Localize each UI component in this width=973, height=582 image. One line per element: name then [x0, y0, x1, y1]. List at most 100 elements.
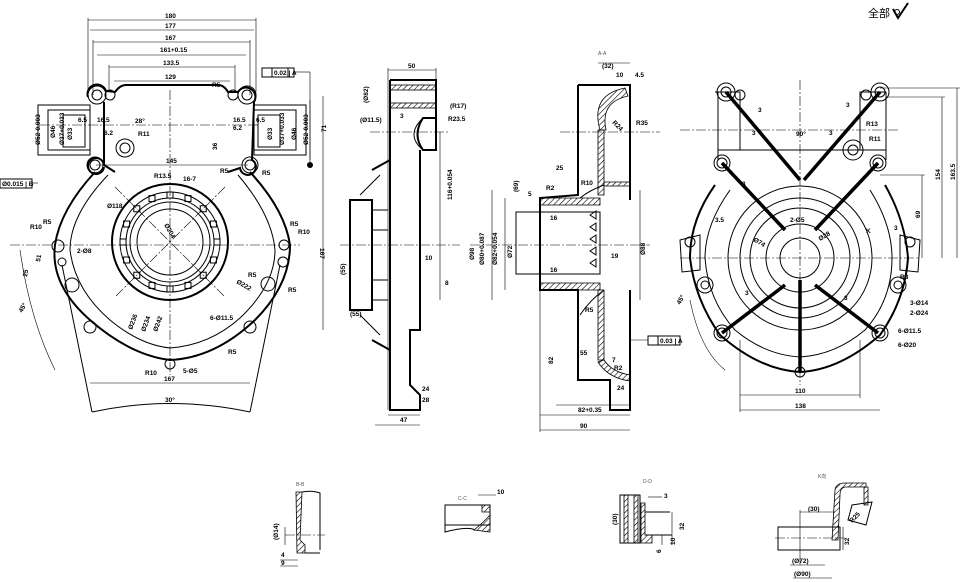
- svg-text:Ø0.015 | B: Ø0.015 | B: [2, 181, 34, 188]
- tolerance-frame-top: 0.02 | A: [261, 67, 313, 168]
- svg-text:A-A: A-A: [598, 51, 607, 57]
- svg-text:(Ø11.5): (Ø11.5): [360, 117, 382, 124]
- dim: 167: [165, 35, 176, 42]
- svg-text:3: 3: [742, 181, 746, 188]
- bolt-hole: [209, 220, 217, 228]
- section-view-dimensions: (32) 10 4.5 R24 R35 25 R10 (69) R2 5 Ø98…: [469, 63, 648, 430]
- svg-text:(Ø90): (Ø90): [794, 571, 811, 578]
- dim: Ø37+0.033: [279, 112, 286, 145]
- tolerance-frame-section: 0.03 | A: [630, 335, 683, 346]
- svg-text:3: 3: [846, 102, 850, 109]
- dim: 177: [165, 23, 176, 30]
- dim: R10: [145, 370, 157, 377]
- dim: 145: [166, 158, 177, 165]
- svg-text:116+0.054: 116+0.054: [447, 169, 454, 200]
- rib-slot: [589, 258, 597, 268]
- dim: 133.5: [163, 60, 180, 67]
- svg-text:82+0.35: 82+0.35: [578, 407, 602, 414]
- svg-text:(55): (55): [350, 311, 362, 318]
- svg-text:(69): (69): [513, 180, 520, 192]
- section-view: A-A 0.03 | A (32) 10: [469, 51, 683, 432]
- svg-text:82: 82: [548, 356, 555, 364]
- svg-text:B-B: B-B: [296, 482, 305, 488]
- svg-text:3-Ø14: 3-Ø14: [910, 300, 928, 307]
- tolerance-frame-left: Ø0.015 | B: [0, 178, 38, 189]
- bolt-hole: [148, 195, 156, 203]
- bolt-hole: [133, 205, 141, 213]
- svg-text:R13: R13: [866, 121, 878, 128]
- svg-text:D-D: D-D: [643, 479, 652, 485]
- svg-text:0.03 | A: 0.03 | A: [660, 338, 683, 345]
- detail-view-k: K向 (30) R25 32 (Ø72) (Ø90): [775, 473, 873, 579]
- dim: R5: [43, 219, 52, 226]
- svg-text:10: 10: [670, 537, 677, 545]
- dim: 16.5: [233, 117, 246, 124]
- svg-text:47: 47: [400, 417, 408, 424]
- bolt-hole: [123, 256, 131, 264]
- dim: 28°: [135, 117, 145, 125]
- svg-text:3: 3: [752, 130, 756, 137]
- svg-text:24: 24: [617, 385, 625, 392]
- svg-text:3: 3: [664, 493, 668, 500]
- svg-text:4.5: 4.5: [635, 72, 644, 79]
- svg-text:5: 5: [528, 191, 532, 198]
- svg-text:6: 6: [656, 549, 663, 553]
- svg-text:(R17): (R17): [450, 103, 466, 110]
- dim: Ø118: [107, 203, 123, 210]
- rib-slot: [589, 222, 597, 232]
- svg-text:Ø82+0.054: Ø82+0.054: [492, 232, 499, 265]
- dim: R13.5: [154, 173, 172, 180]
- roughness-check-icon: [892, 2, 909, 20]
- side-view: 50 (Ø82) (Ø11.5) 3 (R17) R23.5 116+0.054…: [340, 63, 466, 426]
- bolt-hole: [184, 281, 192, 289]
- dim: R5: [290, 221, 299, 228]
- svg-text:R23.5: R23.5: [448, 116, 466, 123]
- dim: 161+0.15: [160, 47, 188, 54]
- svg-text:2-Ø5: 2-Ø5: [790, 217, 805, 224]
- svg-text:24: 24: [422, 386, 430, 393]
- svg-text:3: 3: [400, 113, 404, 120]
- detail-view-b-b: B-B (Ø14) 4 9: [273, 482, 325, 567]
- dim: 6-Ø11.5: [210, 315, 234, 322]
- rear-view: 3 3 3 90° R13 R11 3 3 3.5 Ø74 2-Ø5 Ø28 K…: [675, 80, 960, 412]
- front-view-dimensions: 180 177 167 161+0.15 133.5 129 R5 145 R5…: [17, 13, 328, 404]
- svg-text:Ø72: Ø72: [507, 245, 514, 258]
- svg-text:19: 19: [611, 253, 619, 260]
- svg-text:K向: K向: [818, 473, 826, 480]
- svg-text:R2: R2: [614, 365, 623, 372]
- svg-text:55: 55: [580, 350, 588, 357]
- dim: 36: [212, 142, 219, 150]
- dim: R11: [138, 131, 150, 138]
- dim: R5: [262, 170, 271, 177]
- svg-text:3: 3: [829, 130, 833, 137]
- svg-text:R25: R25: [848, 511, 862, 525]
- svg-text:(32): (32): [602, 63, 614, 70]
- dim: R10: [30, 224, 42, 231]
- bolt-hole: [184, 195, 192, 203]
- svg-text:10: 10: [497, 489, 505, 496]
- svg-text:3.5: 3.5: [715, 217, 724, 224]
- svg-text:9: 9: [281, 560, 285, 567]
- svg-text:7: 7: [612, 357, 616, 364]
- rib-slots: [589, 210, 597, 268]
- svg-text:(30): (30): [612, 513, 619, 525]
- dim: Ø234: [140, 315, 152, 333]
- dim: Ø46: [291, 127, 298, 140]
- bolt-hole: [123, 220, 131, 228]
- surface-roughness-note: 全部: [868, 2, 909, 20]
- svg-text:16: 16: [550, 267, 558, 274]
- svg-text:163.5: 163.5: [950, 163, 957, 180]
- dim: Ø52-0.003: [303, 114, 310, 145]
- front-view: 0.02 | A Ø0.015 | B 180 177 167 161+0.15…: [0, 13, 328, 413]
- dim: 6.5: [78, 117, 87, 124]
- svg-text:3: 3: [894, 225, 898, 232]
- svg-text:154: 154: [935, 169, 942, 180]
- dim: R5: [248, 272, 257, 279]
- svg-text:R5: R5: [585, 307, 594, 314]
- svg-text:R11: R11: [869, 136, 881, 143]
- svg-text:10: 10: [616, 72, 624, 79]
- bolt-holes: [119, 191, 221, 293]
- dim: Ø33: [67, 127, 74, 140]
- svg-text:R8: R8: [900, 274, 909, 281]
- svg-text:69: 69: [915, 210, 922, 218]
